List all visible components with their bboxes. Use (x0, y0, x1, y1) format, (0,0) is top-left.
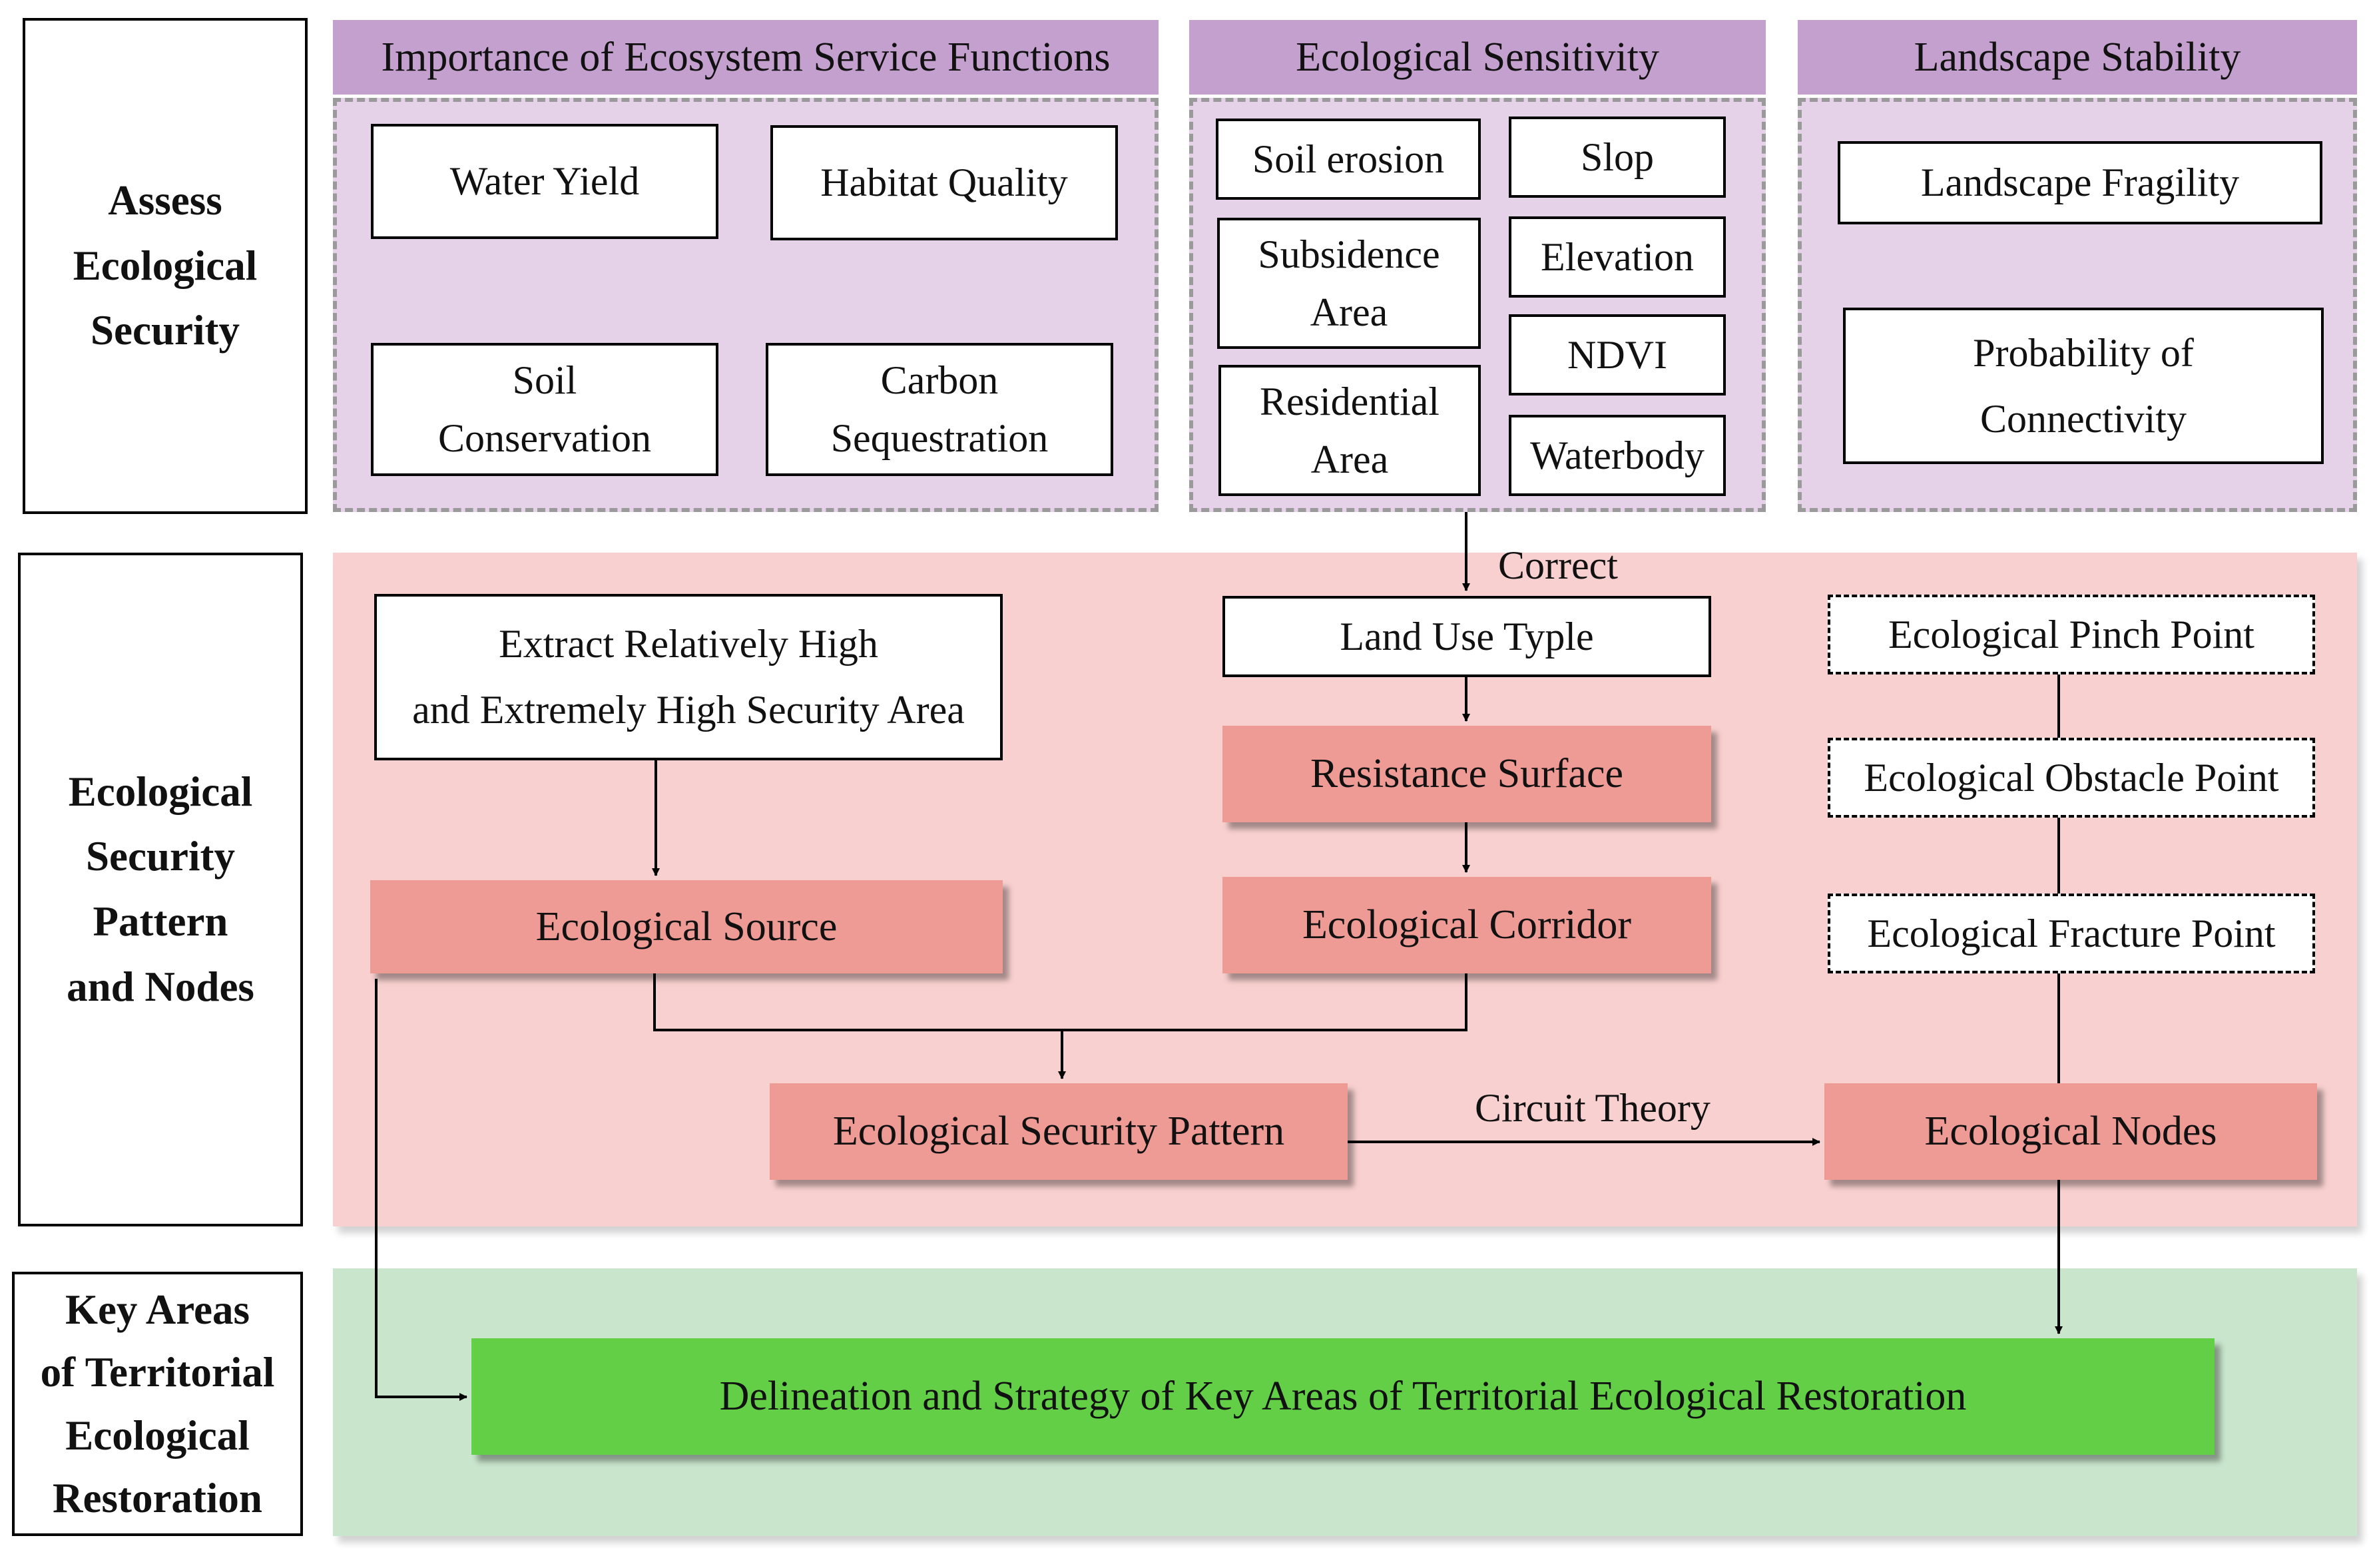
soil-conservation-box: Soil Conservation (371, 343, 718, 476)
ecological-source-box: Ecological Source (370, 880, 1003, 973)
arrow-source-to-delineation (375, 979, 467, 1401)
ecological-pinch-point-box: Ecological Pinch Point (1828, 595, 2315, 674)
connector-source-corridor (653, 973, 1467, 1031)
circuit-theory-label: Circuit Theory (1475, 1086, 1711, 1130)
row-label-line: and Nodes (67, 963, 254, 1010)
ecological-obstacle-point-box: Ecological Obstacle Point (1828, 738, 2315, 818)
row-label-line: Security (91, 307, 240, 354)
carbon-sequestration-box: Carbon Sequestration (766, 343, 1113, 476)
subsidence-area-box: Subsidence Area (1217, 218, 1481, 349)
landscape-fragility-box: Landscape Fragility (1838, 141, 2322, 224)
residential-area-box: Residential Area (1218, 365, 1481, 496)
soil-erosion-box: Soil erosion (1216, 119, 1481, 200)
resistance-surface-box: Resistance Surface (1222, 726, 1711, 822)
sensitivity-group-title: Ecological Sensitivity (1189, 20, 1766, 95)
extract-security-area-box: Extract Relatively High and Extremely Hi… (374, 594, 1003, 760)
row-label-line: Assess (108, 177, 222, 224)
row-label-line: Ecological (73, 242, 258, 289)
row-label-line: Ecological (68, 768, 253, 815)
slop-box: Slop (1509, 117, 1726, 198)
landscape-group-title: Landscape Stability (1798, 20, 2357, 95)
row-label-line: Restoration (53, 1475, 262, 1521)
ecological-security-pattern-box: Ecological Security Pattern (770, 1083, 1348, 1180)
row-label-line: of Territorial (40, 1349, 275, 1396)
row-label-line: Key Areas (65, 1286, 250, 1333)
row-label-line: Pattern (93, 898, 228, 945)
waterbody-box: Waterbody (1509, 415, 1726, 496)
elevation-box: Elevation (1509, 216, 1726, 298)
ndvi-box: NDVI (1509, 314, 1726, 395)
delineation-strategy-box: Delineation and Strategy of Key Areas of… (471, 1338, 2215, 1455)
ecological-corridor-box: Ecological Corridor (1222, 877, 1711, 973)
row-label-line: Ecological (65, 1412, 250, 1459)
probability-of-connectivity-box: Probability of Connectivity (1843, 308, 2324, 464)
land-use-type-box: Land Use Typle (1222, 596, 1711, 677)
correct-label: Correct (1498, 543, 1618, 587)
ecosystem-group-title: Importance of Ecosystem Service Function… (333, 20, 1159, 95)
water-yield-box: Water Yield (371, 124, 718, 239)
habitat-quality-box: Habitat Quality (770, 125, 1118, 240)
ecological-nodes-box: Ecological Nodes (1824, 1083, 2317, 1180)
ecological-fracture-point-box: Ecological Fracture Point (1828, 894, 2315, 973)
row-label-line: Security (86, 833, 235, 880)
